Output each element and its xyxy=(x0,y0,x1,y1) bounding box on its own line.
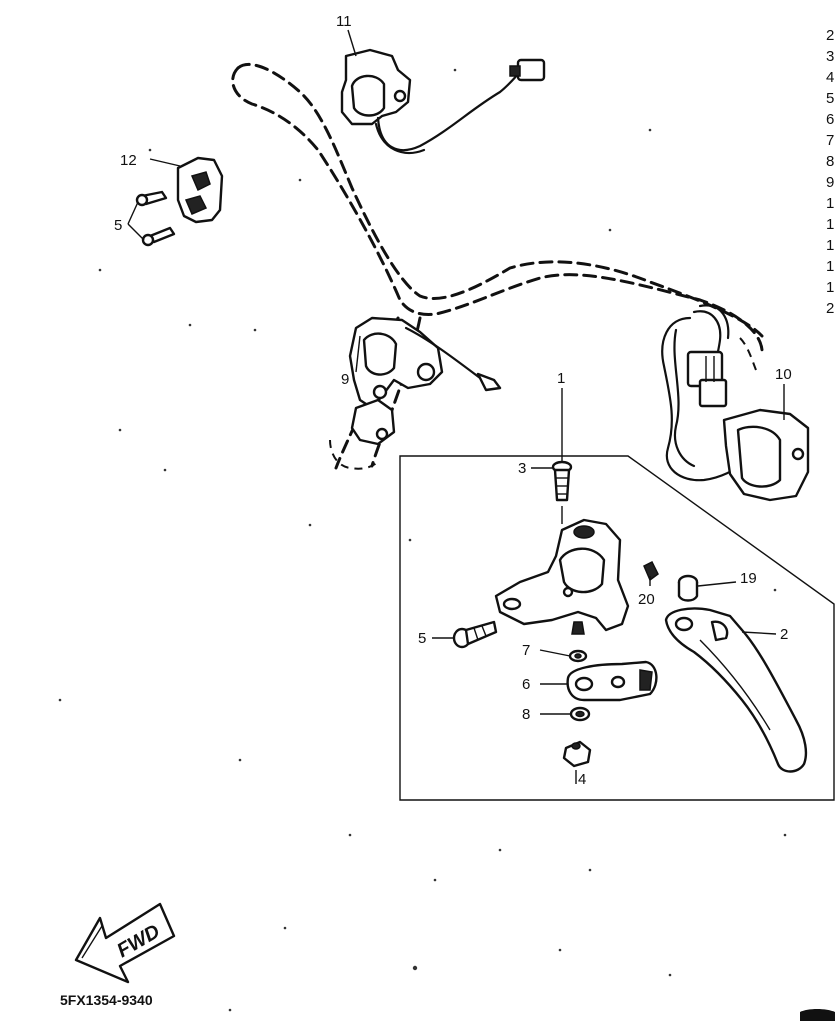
detail-inset xyxy=(399,455,835,801)
bracket-pin xyxy=(571,621,585,635)
callout-11: 11 xyxy=(336,13,352,30)
part-8-washer xyxy=(569,706,591,722)
callout-2: 2 xyxy=(780,626,788,643)
part-7-washer xyxy=(568,649,588,663)
part-2-lever xyxy=(664,607,808,773)
callout-4: 4 xyxy=(578,771,586,788)
callout-19: 19 xyxy=(740,570,757,587)
part-6-arm xyxy=(566,660,658,702)
part-19-collar xyxy=(677,574,699,602)
callout-8: 8 xyxy=(522,706,530,723)
edge-list: 2 3 4 5 6 7 8 9 1 1 1 1 1 2 xyxy=(826,27,834,317)
part-12-switch xyxy=(135,156,224,247)
edge-glyph: 3 xyxy=(826,48,834,65)
callout-5-upper: 5 xyxy=(114,217,122,234)
edge-glyph: 2 xyxy=(826,27,834,44)
speckle-dots xyxy=(58,68,787,1012)
edge-glyph: 2 xyxy=(826,300,834,317)
callout-6: 6 xyxy=(522,676,530,693)
callout-7: 7 xyxy=(522,642,530,659)
part-9-switch xyxy=(348,316,502,446)
fwd-arrow: FWD xyxy=(74,902,176,984)
edge-glyph: 1 xyxy=(826,237,834,254)
callout-20: 20 xyxy=(638,591,655,608)
part-11-switch xyxy=(340,48,546,155)
part-5-bolt xyxy=(452,620,498,649)
callout-labels: 1 2 3 4 5 5 6 7 8 9 10 11 12 19 20 xyxy=(114,13,792,788)
edge-glyph: 8 xyxy=(826,153,834,170)
part-10-switch xyxy=(661,304,810,502)
edge-glyph: 6 xyxy=(826,111,834,128)
edge-glyph: 5 xyxy=(826,90,834,107)
part-3-bolt xyxy=(551,460,573,502)
callout-1: 1 xyxy=(557,370,565,387)
edge-glyph: 1 xyxy=(826,258,834,275)
cropped-mark xyxy=(800,1009,835,1021)
leader-lines xyxy=(127,29,785,784)
part-1-bracket xyxy=(494,518,630,632)
callout-5-inset: 5 xyxy=(418,630,426,647)
edge-glyph: 1 xyxy=(826,279,834,296)
callout-3: 3 xyxy=(518,460,526,477)
edge-glyph: 1 xyxy=(826,195,834,212)
part-4-nut xyxy=(562,740,592,768)
edge-glyph: 1 xyxy=(826,216,834,233)
edge-glyph: 9 xyxy=(826,174,834,191)
drawing-code: 5FX1354-9340 xyxy=(60,992,153,1008)
part-20-clip xyxy=(643,560,659,582)
edge-glyph: 7 xyxy=(826,132,834,149)
edge-glyph: 4 xyxy=(826,69,834,86)
callout-9: 9 xyxy=(341,371,349,388)
callout-12: 12 xyxy=(120,152,137,169)
callout-10: 10 xyxy=(775,366,792,383)
handlebar-phantom xyxy=(231,62,764,470)
